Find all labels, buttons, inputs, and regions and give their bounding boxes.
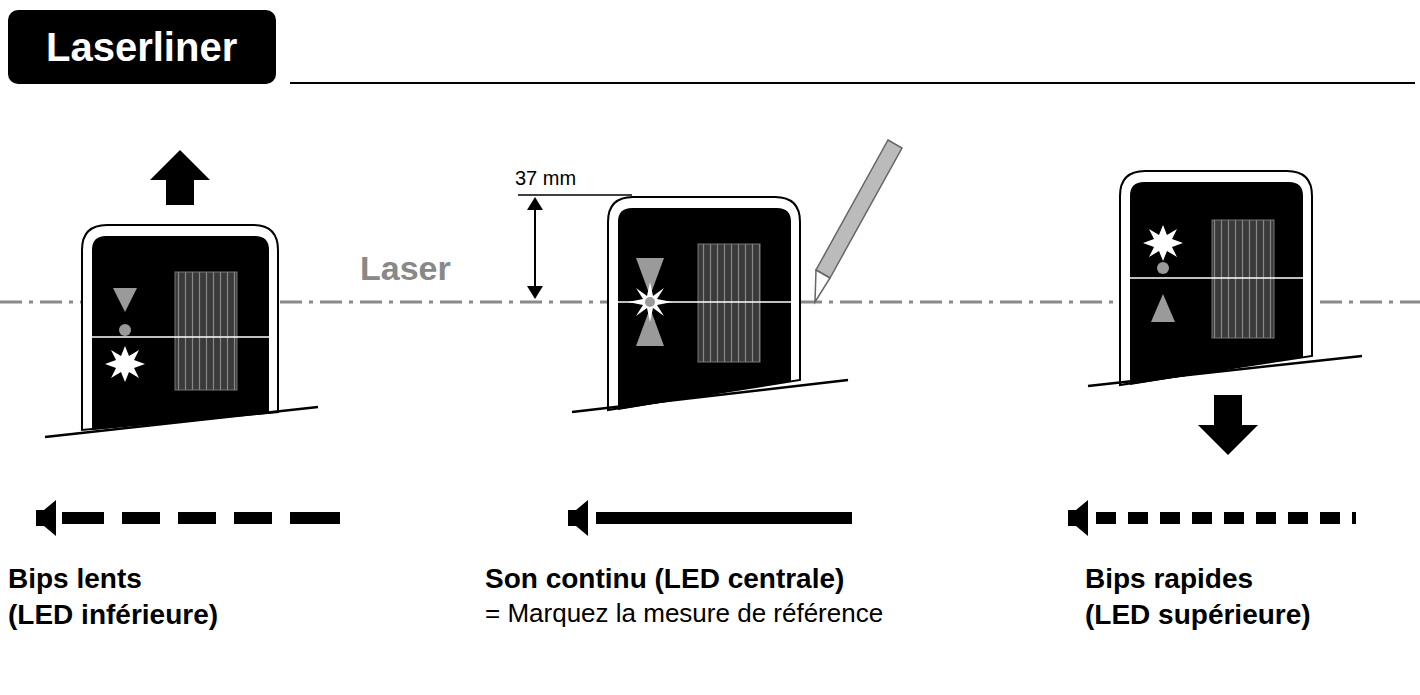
signal-name: Bips lents xyxy=(8,562,142,596)
signal-name: Bips rapides xyxy=(1085,562,1253,596)
dimension: 37 mm xyxy=(515,166,576,190)
led-name: (LED supérieure) xyxy=(1085,598,1311,632)
led-name: (LED inférieure) xyxy=(8,598,218,632)
brand-name: Laserliner xyxy=(46,27,237,67)
signal-name: Son continu (LED centrale) xyxy=(485,562,844,596)
header-rule xyxy=(290,82,1415,84)
laser-label: Laser xyxy=(360,248,451,289)
receiver-right xyxy=(1088,171,1362,455)
logo-box: Laserliner xyxy=(8,10,276,84)
sound-signals xyxy=(36,500,1356,536)
receiver-left xyxy=(45,150,318,437)
instruction-note: = Marquez la mesure de référence xyxy=(485,598,889,629)
